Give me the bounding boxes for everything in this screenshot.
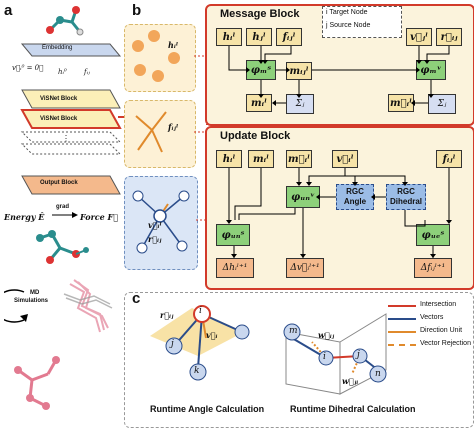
dihedral-node-m: m bbox=[289, 326, 298, 336]
force-label: Force F⃗ bbox=[80, 212, 119, 222]
panel-b-letter: b bbox=[132, 2, 142, 19]
molecule-green-icon bbox=[36, 230, 89, 264]
msg-rij: r⃗ᵢⱼ bbox=[436, 28, 462, 46]
md-simulations-icon bbox=[4, 279, 113, 333]
vector-cluster-icon bbox=[132, 190, 190, 254]
molecule-pink-icon bbox=[14, 356, 60, 410]
legend-vectors: Vectors bbox=[420, 314, 444, 321]
angle-node-j: j bbox=[171, 339, 174, 349]
legend-direction: Direction Unit bbox=[420, 327, 463, 334]
message-block-title: Message Block bbox=[220, 8, 300, 20]
panel-c-letter: c bbox=[132, 290, 141, 307]
ellipsis: ⋮ bbox=[62, 134, 70, 143]
dihedral-node-i: i bbox=[323, 352, 326, 362]
msg-hi: hᵢˡ bbox=[216, 28, 242, 46]
upd-hi: hᵢˡ bbox=[216, 150, 242, 168]
upd-dv: Δv⃗ᵢˡ⁺¹ bbox=[286, 258, 324, 278]
f-init-label: fᵢⱼ bbox=[84, 68, 90, 76]
node-cluster-icon bbox=[132, 30, 180, 82]
visnet-block-label-2: ViSNet Block bbox=[40, 116, 78, 122]
upd-dh: Δhᵢˡ⁺¹ bbox=[216, 258, 254, 278]
h-init-label: hᵢ⁰ bbox=[58, 68, 67, 76]
output-block-label: Output Block bbox=[40, 180, 78, 186]
upd-mi: mᵢˡ bbox=[248, 150, 274, 168]
block-divider bbox=[206, 124, 470, 125]
dihedral-diagram bbox=[283, 313, 387, 395]
panel-a-letter: a bbox=[4, 2, 13, 19]
upd-vec-mi: m⃗ᵢˡ bbox=[286, 150, 312, 168]
legend-intersection: Intersection bbox=[420, 301, 457, 308]
energy-label: Energy Ê bbox=[4, 212, 45, 222]
v-init-label: v⃗ᵢ⁰ = 0⃗ bbox=[12, 64, 44, 72]
upd-phi-ue-s: φᵤₑˢ bbox=[416, 224, 450, 246]
dihedral-caption: Runtime Dihedral Calculation bbox=[290, 404, 416, 414]
panel-a-stack bbox=[20, 43, 122, 155]
upd-phi-un-s: φᵤₙˢ bbox=[216, 224, 250, 246]
md-label-1: MD bbox=[30, 290, 40, 296]
legend-intersection-line bbox=[388, 305, 416, 307]
legend-rejection-line bbox=[388, 344, 416, 346]
dihedral-node-n: n bbox=[375, 369, 381, 379]
vec-label-1: v⃗ᵢˡ bbox=[148, 220, 162, 230]
msg-vj: v⃗ⱼˡ bbox=[406, 28, 432, 46]
legend-direction-line bbox=[388, 331, 416, 333]
legend-box bbox=[322, 6, 402, 38]
upd-vi: v⃗ᵢˡ bbox=[332, 150, 358, 168]
dihedral-w-ji: w⃗ⱼᵢ bbox=[342, 376, 359, 386]
update-arrows bbox=[226, 168, 452, 258]
angle-caption: Runtime Angle Calculation bbox=[150, 404, 265, 414]
molecule-top-icon bbox=[46, 6, 84, 36]
vec-label-2: r⃗ᵢⱼ bbox=[148, 234, 162, 244]
msg-sum-2: Σⱼ bbox=[428, 94, 456, 114]
bracket-connector bbox=[194, 55, 206, 221]
update-block-title: Update Block bbox=[220, 130, 291, 142]
embedding-label: Embedding bbox=[42, 45, 73, 51]
legend-source: j Source Node bbox=[326, 22, 371, 29]
msg-phi-v: φₘᵛ bbox=[416, 60, 446, 80]
edge-illustration bbox=[124, 100, 196, 168]
dihedral-w-ij: w⃗ᵢⱼ bbox=[318, 330, 335, 340]
legend-vectors-line bbox=[388, 318, 416, 320]
msg-mi: mᵢˡ bbox=[246, 94, 272, 112]
dihedral-node-j: j bbox=[357, 350, 360, 360]
msg-hj: hⱼˡ bbox=[246, 28, 272, 46]
msg-fij: fᵢⱼˡ bbox=[276, 28, 302, 46]
angle-diagram bbox=[150, 305, 250, 381]
angle-node-i: i bbox=[199, 306, 202, 316]
visnet-block-label-1: ViSNet Block bbox=[40, 96, 78, 102]
md-label-2: Simulations bbox=[14, 298, 49, 304]
upd-fij: fᵢⱼˡ bbox=[436, 150, 462, 168]
angle-node-k: k bbox=[194, 366, 200, 376]
edge-label: fᵢⱼˡ bbox=[168, 122, 179, 132]
angle-r-ij: r⃗ᵢⱼ bbox=[160, 310, 174, 320]
message-arrows bbox=[228, 46, 450, 106]
edge-cluster-icon bbox=[135, 111, 167, 153]
legend-target: i Target Node bbox=[326, 9, 368, 16]
output-block-shape bbox=[21, 175, 121, 195]
angle-v-i: v⃗ᵢ bbox=[206, 330, 218, 340]
upd-df: Δfᵢⱼˡ⁺¹ bbox=[414, 258, 452, 278]
grad-arrow-icon bbox=[52, 212, 78, 218]
node-label: hᵢˡ bbox=[168, 40, 179, 50]
legend-rejection: Vector Rejection bbox=[420, 340, 471, 347]
grad-label: grad bbox=[56, 204, 70, 210]
